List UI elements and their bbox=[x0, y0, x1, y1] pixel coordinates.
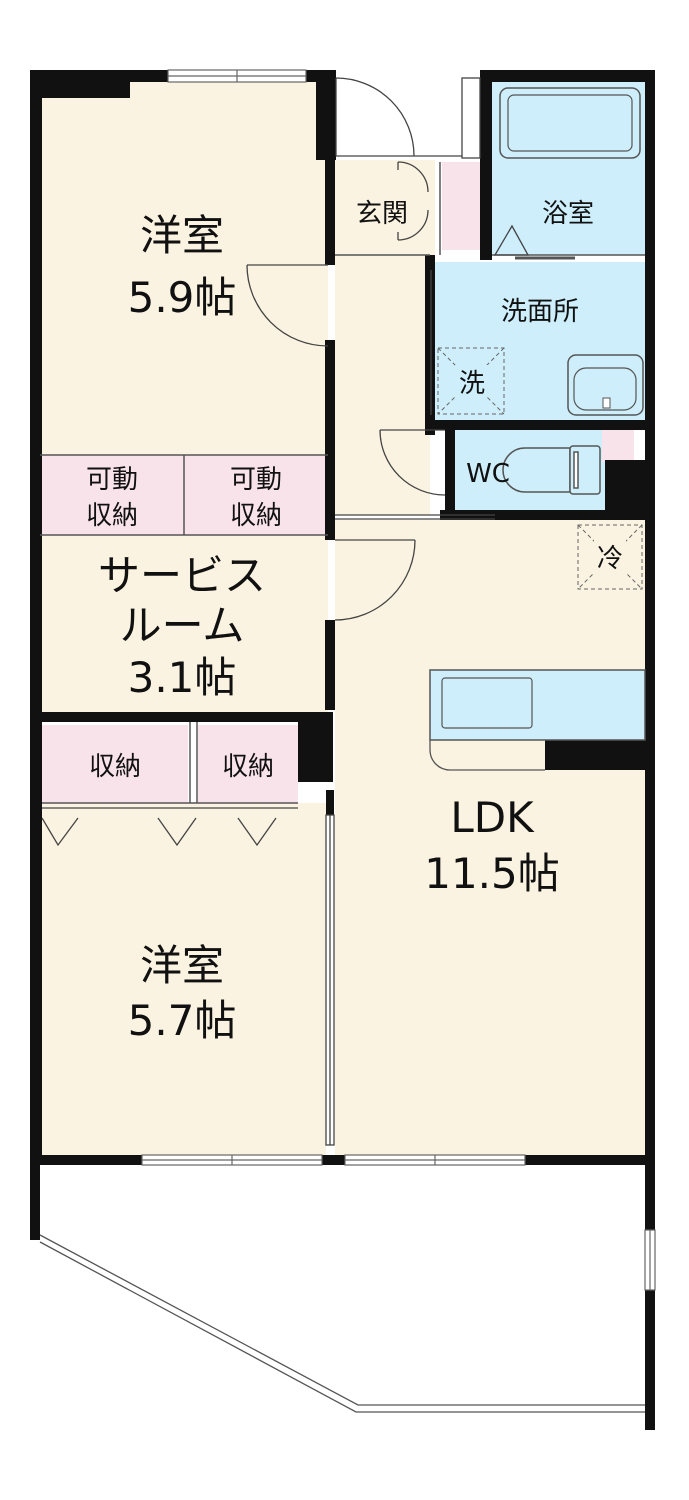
shoe-cabinet bbox=[442, 162, 487, 250]
movable-storage-1-label-2: 収納 bbox=[86, 501, 138, 531]
bathtub bbox=[499, 87, 641, 159]
balcony bbox=[39, 1234, 645, 1413]
service-room-size: 3.1帖 bbox=[128, 653, 237, 702]
toilet-label: WC bbox=[466, 459, 510, 489]
storage-2-label: 収納 bbox=[222, 752, 274, 782]
doors bbox=[246, 77, 495, 1146]
movable-storage-1-floor bbox=[40, 455, 184, 535]
movable-storage-2-label-2: 収納 bbox=[230, 501, 282, 531]
storage-1-label: 収納 bbox=[89, 752, 141, 782]
western-room-north-floor bbox=[40, 80, 328, 455]
western-room-south-floor bbox=[42, 803, 326, 1155]
walls bbox=[30, 70, 655, 1430]
movable-storage-1-label-1: 可動 bbox=[86, 465, 138, 495]
washer-label: 洗 bbox=[459, 369, 485, 399]
washbasin bbox=[567, 354, 644, 416]
service-room-label-2: ルーム bbox=[120, 601, 245, 650]
entrance-floor bbox=[335, 160, 435, 255]
service-room-label-1: サービス bbox=[98, 551, 266, 600]
storage-1-floor bbox=[42, 725, 188, 803]
ldk-name: LDK bbox=[450, 793, 535, 842]
kitchen-counter bbox=[429, 669, 646, 771]
movable-storage-2-floor bbox=[184, 455, 328, 535]
storage-2-floor bbox=[198, 725, 298, 803]
service-room-floor bbox=[40, 535, 328, 713]
bath-label: 浴室 bbox=[542, 199, 594, 229]
toilet-storage bbox=[602, 430, 634, 462]
fridge-label: 冷 bbox=[597, 544, 623, 574]
windows bbox=[141, 69, 656, 1291]
hallway-floor bbox=[335, 255, 430, 515]
movable-storage-2-label-1: 可動 bbox=[230, 465, 282, 495]
ldk-floor bbox=[335, 520, 647, 1155]
washer-space bbox=[437, 347, 505, 415]
toilet-fixture bbox=[502, 445, 601, 495]
washroom-label: 洗面所 bbox=[501, 297, 579, 327]
western-room-south-name: 洋室 bbox=[140, 941, 224, 990]
western-room-south-size: 5.7帖 bbox=[128, 996, 237, 1045]
western-room-north-size: 5.9帖 bbox=[128, 273, 237, 322]
ldk-size: 11.5帖 bbox=[424, 849, 560, 898]
western-room-north-name: 洋室 bbox=[140, 211, 224, 260]
entrance-label: 玄関 bbox=[356, 199, 408, 229]
